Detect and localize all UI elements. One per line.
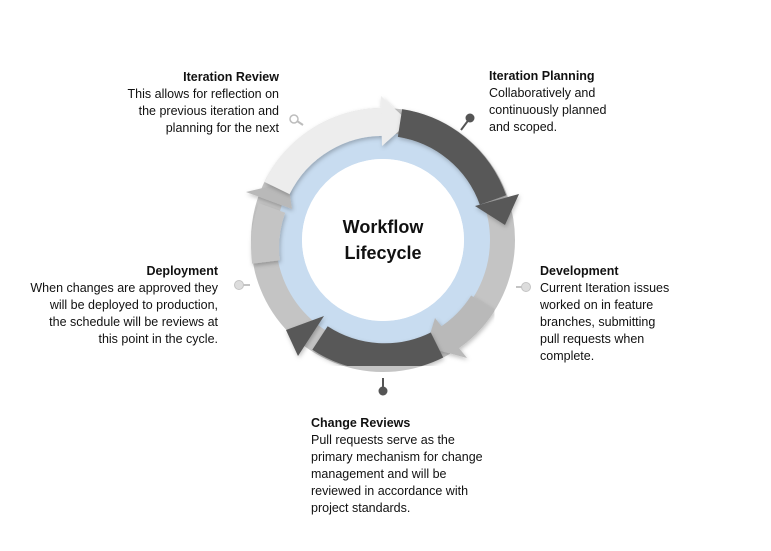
connector-knob-development (521, 282, 531, 292)
stage-change-reviews: Change Reviews Pull requests serve as th… (311, 415, 551, 517)
stage-title: Iteration Review (183, 70, 279, 84)
arrow-iteration-review-body (264, 107, 389, 195)
inner-ring (276, 133, 490, 347)
stage-description: When changes are approved they will be d… (30, 281, 218, 346)
connectors (234, 113, 531, 396)
stage-description: This allows for reflection on the previo… (127, 87, 279, 135)
connector-knob-iteration-planning (465, 113, 475, 123)
arrow-change-reviews-head (286, 316, 324, 356)
stage-deployment: Deployment When changes are approved the… (0, 263, 218, 348)
arrow-change-reviews-body (312, 326, 444, 372)
inner-disc (302, 159, 464, 321)
stage-description: Current Iteration issues worked on in fe… (540, 281, 670, 363)
stage-description: Collaboratively and continuously planned… (489, 86, 607, 134)
arrow-iteration-review-head (381, 96, 409, 146)
arrow-iteration-planning-body (397, 109, 507, 206)
connector-knob-change-reviews (378, 386, 388, 396)
connector-knob-iteration-review (289, 114, 299, 124)
stage-development: Development Current Iteration issues wor… (540, 263, 740, 365)
stage-title: Iteration Planning (489, 69, 595, 83)
stage-title: Deployment (146, 264, 218, 278)
stage-title: Change Reviews (311, 416, 411, 430)
center-title: Workflow Lifecycle (342, 217, 424, 263)
arrow-deployment-body (251, 203, 286, 264)
stage-iteration-review: Iteration Review This allows for reflect… (39, 69, 279, 137)
stage-description: Pull requests serve as the primary mecha… (311, 433, 483, 515)
stage-iteration-planning: Iteration Planning Collaboratively and c… (489, 68, 729, 136)
connector-knob-deployment (234, 280, 244, 290)
arrow-iteration-planning-head (475, 194, 519, 225)
stage-title: Development (540, 264, 619, 278)
